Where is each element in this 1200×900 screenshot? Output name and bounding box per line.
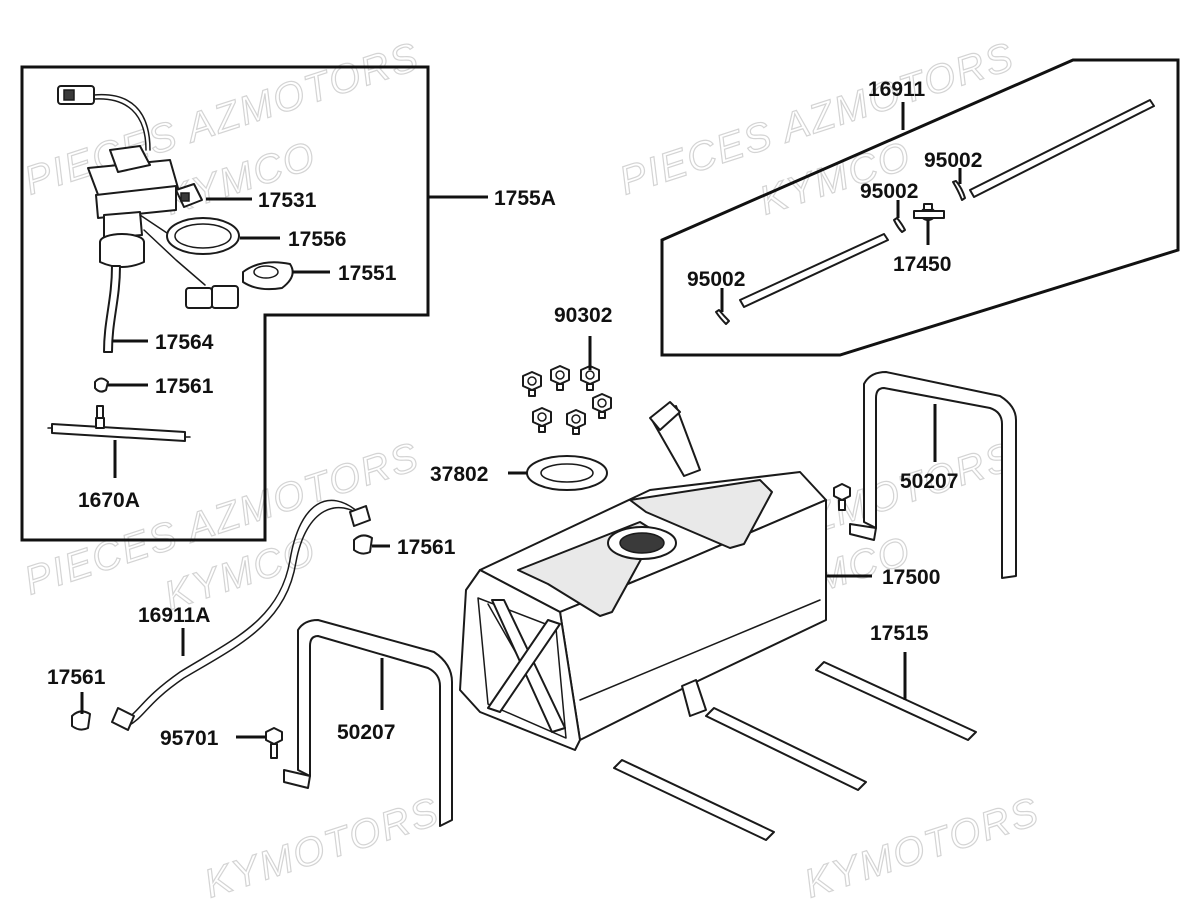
label-17500: 17500: [882, 566, 940, 589]
label-17531: 17531: [258, 189, 317, 212]
label-17450: 17450: [893, 253, 951, 276]
label-1755a: 1755A: [494, 187, 556, 210]
label-17561-lower: 17561: [47, 666, 106, 689]
valve-part: [913, 203, 945, 221]
label-17564: 17564: [155, 331, 214, 354]
rubber-pads: [613, 661, 977, 841]
strainer-part: [47, 405, 191, 442]
pump-clamp: [94, 377, 109, 393]
breather-hose: [111, 499, 371, 731]
hose-clamp-upper: [353, 534, 373, 555]
plate-gasket: [526, 455, 608, 491]
clip-left: [715, 309, 730, 325]
vent-assembly-frame: [660, 58, 1180, 357]
fuel-tank: [459, 401, 827, 751]
leader-lines: [80, 102, 962, 739]
pump-assembly-frame: [20, 65, 430, 542]
connector-part: [175, 183, 203, 208]
gasket-ring: [166, 217, 240, 255]
strap-right: [849, 371, 1017, 579]
label-17561-box: 17561: [155, 375, 214, 398]
label-17556: 17556: [288, 228, 346, 251]
strap-bolt-right: [833, 483, 851, 511]
hose-clamp-lower: [71, 710, 91, 731]
retaining-ring: [242, 261, 294, 291]
label-90302: 90302: [554, 304, 612, 327]
bolt-set: [522, 365, 612, 435]
label-37802: 37802: [430, 463, 488, 486]
part-labels: 1755A 17531 17556 17551 17564 17561 1670…: [47, 78, 982, 750]
vent-tube-short: [739, 233, 889, 308]
fuel-pump-assembly: [57, 85, 239, 353]
label-16911a: 16911A: [138, 604, 210, 627]
label-95701: 95701: [160, 727, 219, 750]
label-17515: 17515: [870, 622, 929, 645]
label-50207-left: 50207: [337, 721, 395, 744]
label-50207-right: 50207: [900, 470, 958, 493]
watermark-text: KYMOTORS: [799, 789, 1045, 900]
strap-left: [283, 619, 453, 827]
clip-upper-mid: [893, 217, 906, 233]
strap-bolt-left: [265, 727, 283, 759]
label-95002-upper-right: 95002: [924, 149, 982, 172]
label-1670a: 1670A: [78, 489, 140, 512]
clip-upper-right: [952, 180, 966, 201]
label-17551: 17551: [338, 262, 397, 285]
label-95002-upper-mid: 95002: [860, 180, 918, 203]
label-17561-upper: 17561: [397, 536, 456, 559]
label-95002-left: 95002: [687, 268, 745, 291]
vent-tube-long: [969, 99, 1155, 198]
watermark-text: KYMOTORS: [199, 789, 445, 900]
label-16911: 16911: [868, 78, 926, 101]
